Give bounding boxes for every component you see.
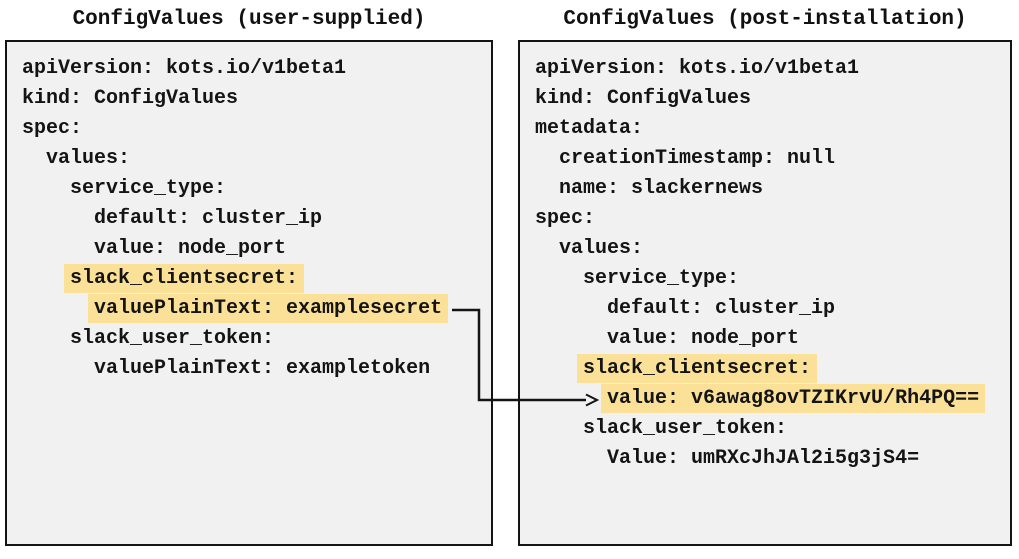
code-line: value: v6awag8ovTZIKrvU/Rh4PQ== [535, 384, 1010, 414]
code-line: value: node_port [607, 327, 800, 350]
right-panel: apiVersion: kots.io/v1beta1 kind: ConfigV… [518, 40, 1012, 546]
right-panel-code: apiVersion: kots.io/v1beta1 kind: ConfigV… [520, 42, 1010, 474]
code-line: values: [46, 147, 131, 170]
code-line: service_type: [70, 177, 227, 200]
code-line: valuePlainText: exampletoken [94, 357, 431, 380]
code-line: slack_user_token: [583, 417, 788, 440]
code-line: kind: ConfigValues [22, 87, 239, 110]
code-line: creationTimestamp: null [559, 147, 836, 170]
code-line: slack_clientsecret: [535, 354, 1010, 384]
right-panel-title: ConfigValues (post-installation) [563, 8, 967, 31]
code-line: default: cluster_ip [607, 297, 836, 320]
code-line: service_type: [583, 267, 740, 290]
code-line: slack_clientsecret: [22, 264, 491, 294]
left-panel-code: apiVersion: kots.io/v1beta1 kind: ConfigV… [7, 42, 491, 384]
code-line: spec: [22, 117, 83, 140]
code-line: apiVersion: kots.io/v1beta1 [22, 57, 347, 80]
code-line: slack_user_token: [70, 327, 275, 350]
code-line: name: slackernews [559, 177, 764, 200]
code-line: value: node_port [94, 237, 287, 260]
code-line: Value: umRXcJhJAl2i5g3jS4= [607, 447, 920, 470]
left-panel: apiVersion: kots.io/v1beta1 kind: ConfigV… [5, 40, 493, 546]
code-line: apiVersion: kots.io/v1beta1 [535, 57, 860, 80]
code-line: kind: ConfigValues [535, 87, 752, 110]
left-panel-title: ConfigValues (user-supplied) [72, 8, 426, 31]
code-line: metadata: [535, 117, 644, 140]
code-line: default: cluster_ip [94, 207, 323, 230]
code-line: values: [559, 237, 644, 260]
code-line: spec: [535, 207, 596, 230]
code-line: valuePlainText: examplesecret [22, 294, 491, 324]
